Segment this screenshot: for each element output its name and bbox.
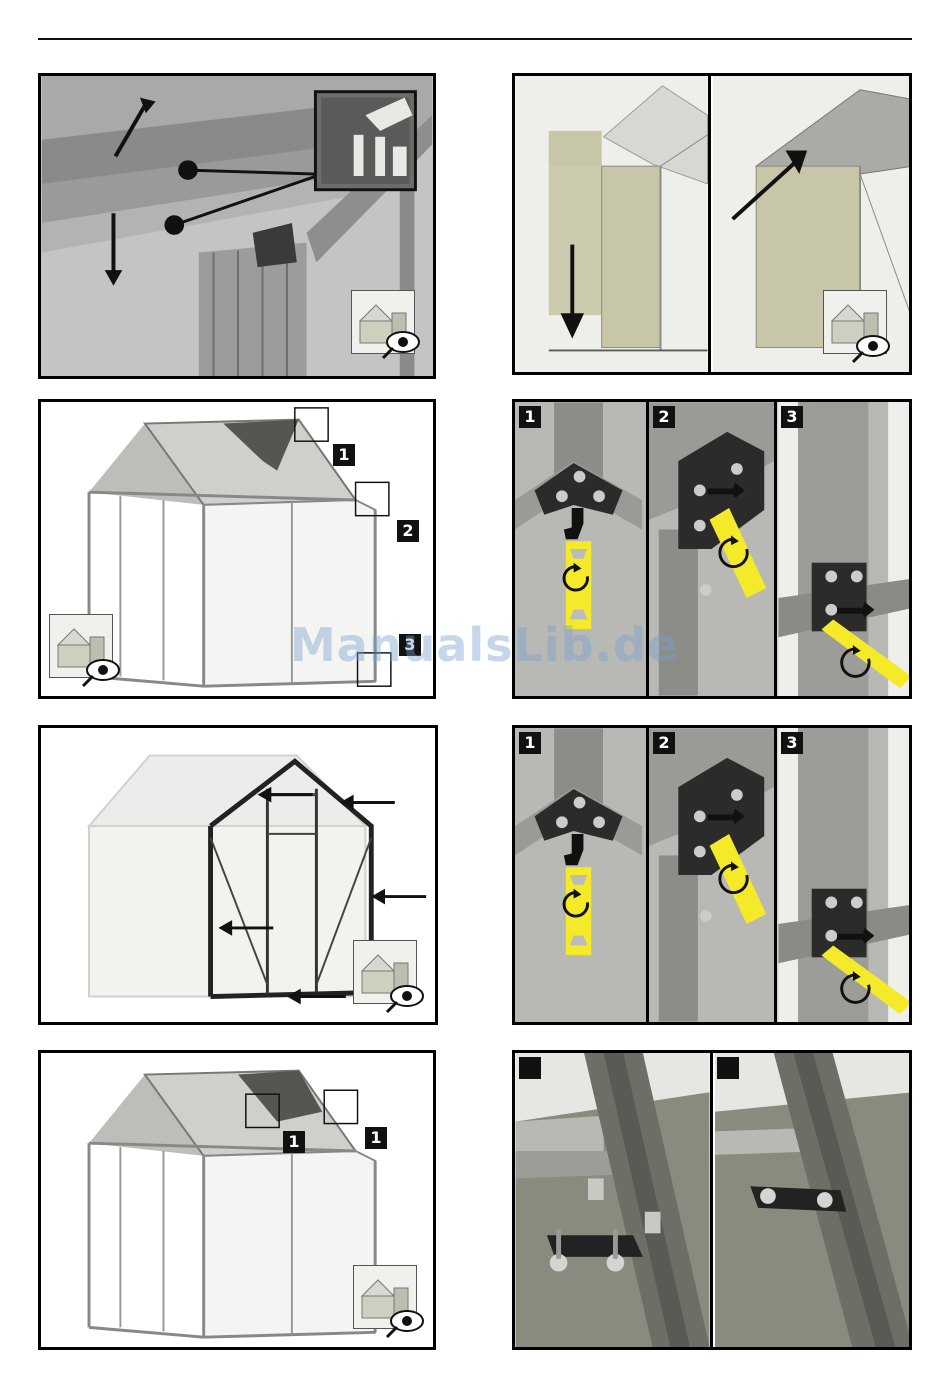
- subpanel-side-bracket: [649, 728, 777, 1022]
- detail-step-badge: 2: [653, 732, 675, 754]
- eye-icon: [851, 326, 891, 366]
- subpanel-corner-bracket: [515, 402, 649, 696]
- subpanel-corner-bracket: [515, 728, 649, 1022]
- callout-badge: 1: [333, 444, 355, 466]
- subpanel-bolt-plate-fixed: [713, 1053, 912, 1347]
- panel-greenhouse-roof-callouts: 1 1: [38, 1050, 436, 1350]
- panel-ridge-profile: [38, 73, 436, 379]
- subpanel-side-bracket: [649, 402, 777, 696]
- eye-icon: [385, 1301, 425, 1341]
- subpanel-bolt-plate-open: [515, 1053, 713, 1347]
- panel-slide-glazing: [512, 73, 912, 375]
- detail-step-badge: [519, 1057, 541, 1079]
- subpanel-slide-down: [515, 76, 711, 372]
- detail-step-badge: 3: [781, 732, 803, 754]
- eye-icon: [381, 322, 421, 362]
- callout-badge: 3: [399, 634, 421, 656]
- callout-badge: 1: [283, 1131, 305, 1153]
- top-rule: [38, 38, 912, 40]
- detail-step-badge: 1: [519, 732, 541, 754]
- panel-bracket-details-b: 1 2 3: [512, 725, 912, 1025]
- detail-step-badge: 1: [519, 406, 541, 428]
- panel-gable-frame: [38, 725, 438, 1025]
- callout-badge: 1: [365, 1127, 387, 1149]
- eye-icon: [385, 976, 425, 1016]
- panel-bolt-plate: [512, 1050, 912, 1350]
- detail-step-badge: [717, 1057, 739, 1079]
- panel-bracket-details-a: 1 2 3: [512, 399, 912, 699]
- callout-badge: 2: [397, 520, 419, 542]
- subpanel-base-bracket: [777, 402, 912, 696]
- subpanel-base-bracket: [777, 728, 912, 1022]
- detail-step-badge: 2: [653, 406, 675, 428]
- eye-icon: [81, 650, 121, 690]
- subpanel-slide-up: [711, 76, 912, 372]
- panel-greenhouse-callouts: 1 2 3: [38, 399, 436, 699]
- detail-step-badge: 3: [781, 406, 803, 428]
